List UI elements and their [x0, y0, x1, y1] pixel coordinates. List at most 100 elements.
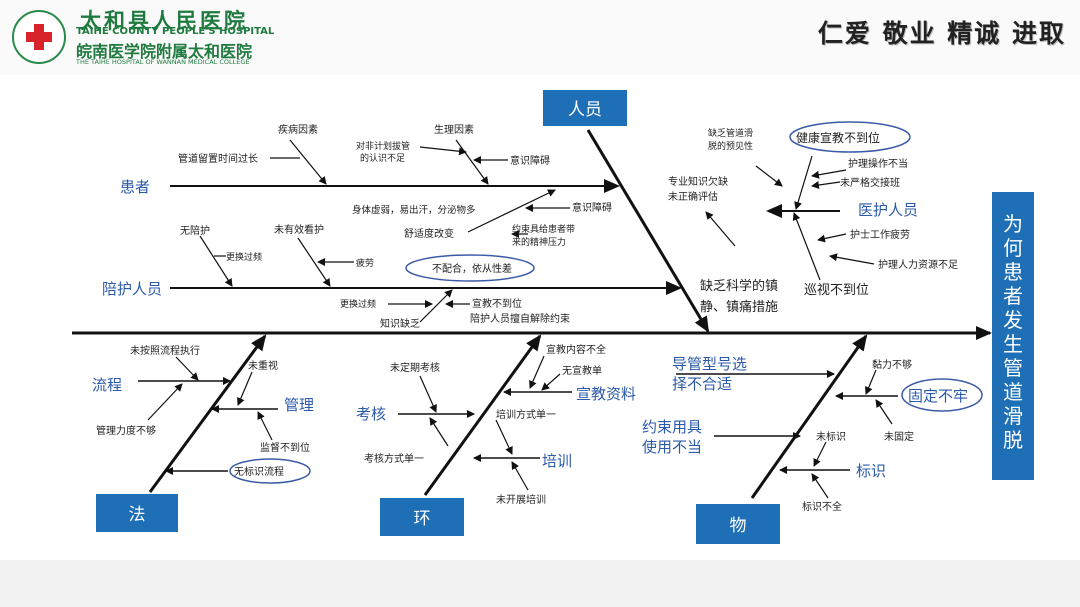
hospital-logo-icon	[12, 10, 66, 64]
arrow-lack-sedation	[705, 211, 736, 247]
arrow-train-single	[495, 419, 513, 455]
slide-canvas	[44, 78, 1052, 560]
cause-restraint-pressure-2: 来的精神压力	[512, 236, 566, 248]
rib-material	[750, 334, 868, 499]
cause-unplanned-1: 对非计划拔管	[356, 140, 410, 152]
category-patient: 患者	[120, 178, 150, 196]
category-catheter-selection-2: 择不合适	[672, 375, 732, 393]
cause-no-regular-exam: 未定期考核	[390, 361, 440, 374]
cause-not-fixed: 未固定	[884, 430, 914, 443]
cause-handover: 未严格交接班	[840, 176, 900, 189]
highlight-fixation	[901, 378, 983, 412]
arrow-unplanned	[419, 146, 467, 156]
arrow-rounds	[792, 212, 821, 281]
arrow-mark-incomplete	[811, 473, 829, 499]
cause-no-training: 未开展培训	[496, 493, 546, 506]
arrow-weak-mgmt	[147, 383, 183, 421]
cause-skill-2: 未正确评估	[668, 190, 718, 203]
cause-tube-time: 管道留置时间过长	[178, 152, 258, 165]
arrow-staff-shortage	[829, 253, 875, 265]
cause-nurse-fatigue: 护士工作疲劳	[850, 228, 910, 241]
arrow-edu-incomplete	[529, 355, 545, 389]
cause-escort-unlock: 陪护人员擅自解除约束	[470, 312, 570, 325]
rib-method	[148, 334, 267, 493]
head-problem-label: 为何患者发生管道滑脱	[1003, 212, 1023, 452]
cause-no-process: 未按照流程执行	[130, 344, 200, 357]
box-material-label: 物	[730, 516, 747, 536]
cause-edu-absent: 宣教不到位	[472, 297, 522, 310]
cause-comfort: 舒适度改变	[404, 227, 454, 240]
cause-skill-1: 专业知识欠缺	[668, 175, 728, 188]
rib-personnel	[586, 129, 710, 333]
cause-no-attention: 未重视	[248, 359, 278, 372]
head-problem-box	[992, 192, 1034, 480]
cause-train-single: 培训方式单一	[496, 408, 556, 421]
hospital-affiliation-cn: 皖南医学院附属太和医院	[76, 42, 253, 61]
arrow-no-training	[511, 461, 529, 491]
arrow-disease-factor	[289, 139, 327, 185]
highlight-health-edu	[789, 121, 911, 153]
cause-no-care: 未有效看护	[274, 223, 324, 236]
cause-mark-incomplete: 标识不全	[802, 500, 842, 513]
category-escort: 陪护人员	[102, 280, 162, 298]
highlight-noncompliance	[405, 254, 535, 282]
arrow-physiological	[455, 139, 489, 185]
box-personnel-label: 人员	[568, 100, 602, 120]
box-material	[696, 504, 780, 544]
arrow-supervision	[257, 411, 273, 441]
box-environment-label: 环	[414, 509, 431, 529]
cause-adhesion: 黏力不够	[872, 358, 912, 371]
cause-lack-sedation-1: 缺乏科学的镇	[700, 278, 778, 294]
cause-lack-foresight-1: 缺乏管道滑	[708, 127, 753, 139]
arrow-no-attention	[237, 371, 253, 406]
box-method-label: 法	[129, 505, 146, 525]
cause-rounds: 巡视不到位	[804, 283, 869, 298]
arrow-not-fixed	[875, 399, 893, 425]
category-restraint-1: 约束用具	[642, 418, 702, 436]
hospital-name-cn: 太和县人民医院	[80, 8, 248, 33]
cause-supervision: 监督不到位	[260, 441, 310, 454]
cause-physiological: 生理因素	[434, 123, 474, 136]
cause-noncompliance: 不配合，依从性差	[432, 262, 512, 275]
arrow-lack-foresight	[755, 165, 783, 187]
hospital-name-en: TAIHE COUNTY PEOPLE'S HOSPITAL	[76, 26, 275, 37]
arrow-comfort	[467, 189, 556, 233]
cause-body-weak: 身体虚弱，易出汗，分泌物多	[352, 204, 476, 216]
cause-health-edu: 健康宣教不到位	[796, 130, 880, 145]
cause-edu-incomplete: 宣教内容不全	[546, 343, 606, 356]
cause-no-mark: 未标识	[816, 431, 846, 443]
arrow-nurse-fatigue	[817, 233, 847, 243]
cause-weak-mgmt: 管理力度不够	[96, 424, 156, 437]
hospital-motto: 仁爱 敬业 精诚 进取	[817, 19, 1066, 48]
cause-consciousness-2: 意识障碍	[572, 201, 612, 214]
rib-environment	[423, 334, 542, 496]
cause-no-escort: 无陪护	[180, 224, 210, 237]
bottom-bar	[0, 560, 1080, 607]
category-training: 培训	[542, 452, 572, 470]
category-medical-staff: 医护人员	[858, 201, 918, 219]
box-personnel	[543, 90, 627, 126]
cause-frequent-change-1: 更换过频	[226, 251, 262, 263]
arrow-handover	[811, 181, 841, 189]
cause-exam-single: 考核方式单一	[364, 452, 424, 465]
cause-op-improper: 护理操作不当	[848, 157, 908, 170]
category-catheter-selection-1: 导管型号选	[672, 355, 747, 373]
cause-frequent-change-2: 更换过频	[340, 298, 376, 310]
arrow-op-improper	[811, 169, 847, 179]
cause-fatigue-1: 疲劳	[356, 257, 374, 269]
cause-staff-shortage: 护理人力资源不足	[878, 258, 958, 271]
cause-unplanned-2: 的认识不足	[360, 152, 405, 164]
category-education-material: 宣教资料	[576, 385, 636, 403]
box-environment	[380, 498, 464, 536]
arrow-no-process	[175, 356, 199, 381]
category-process: 流程	[92, 376, 122, 394]
hospital-affiliation-en: THE TAIHE HOSPITAL OF WANNAN MEDICAL COL…	[76, 58, 250, 66]
category-marking: 标识	[856, 462, 886, 480]
cause-no-mark-process: 无标识流程	[234, 465, 284, 478]
category-management: 管理	[284, 396, 314, 414]
category-assessment: 考核	[356, 405, 386, 423]
cause-disease-factor: 疾病因素	[278, 123, 318, 136]
arrow-exam-single	[429, 417, 449, 447]
box-method	[96, 494, 178, 532]
